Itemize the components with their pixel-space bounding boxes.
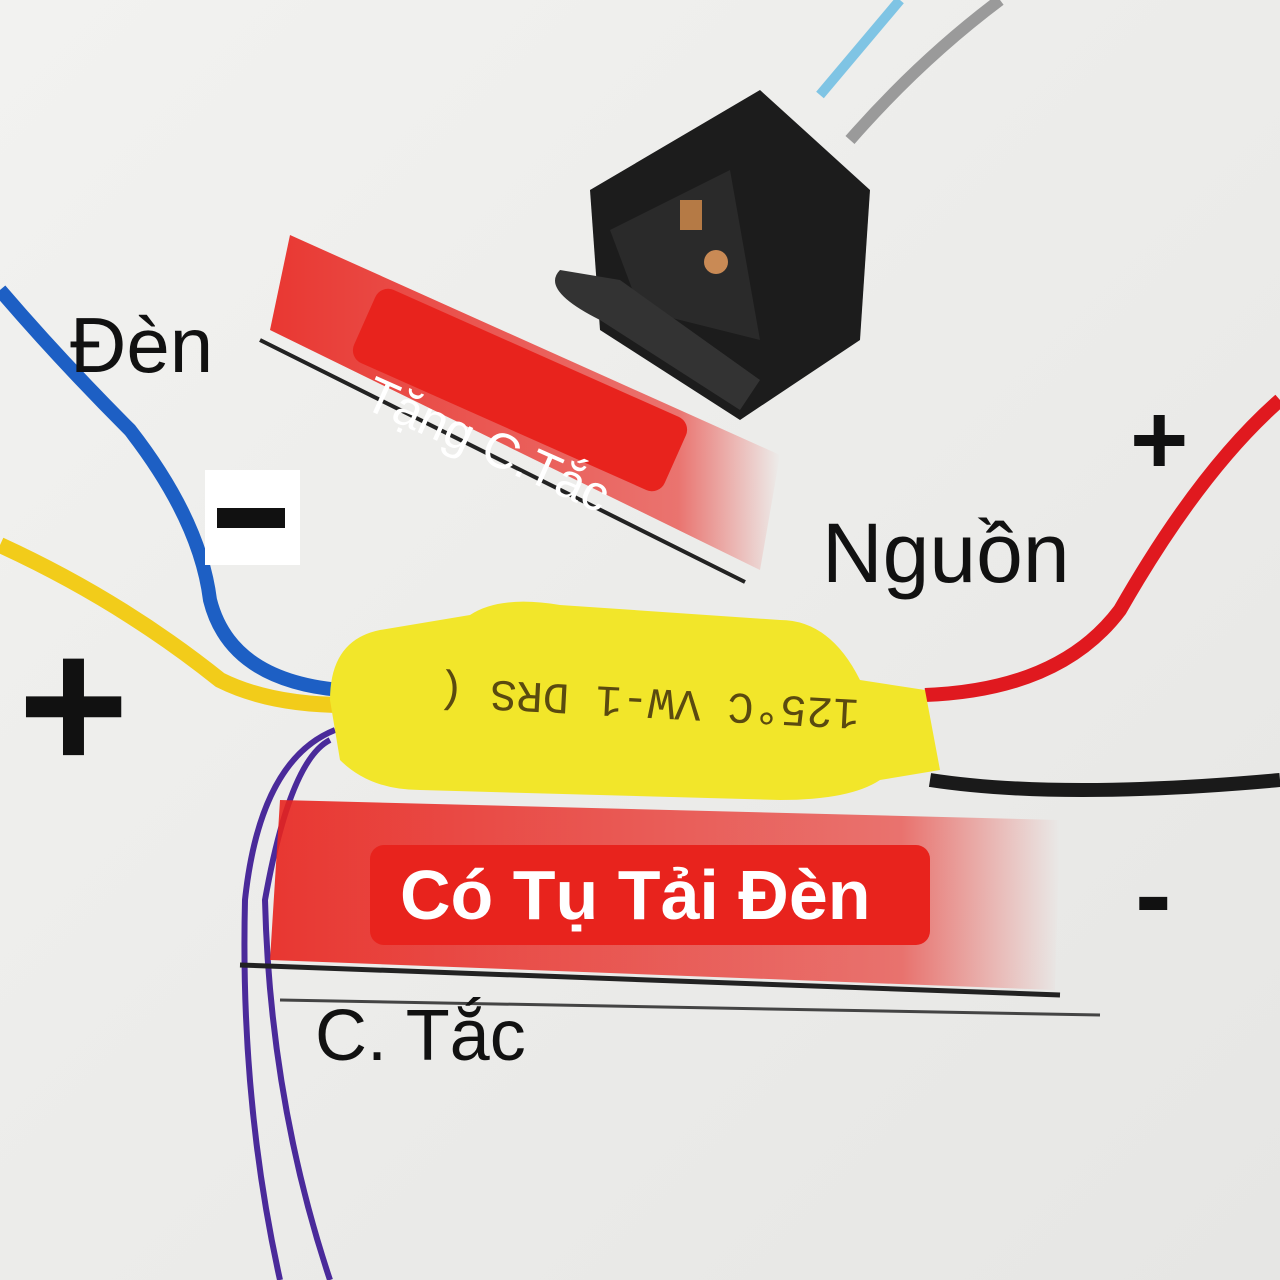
lamp-label: Đèn: [70, 301, 214, 389]
switch-connector: [555, 90, 870, 420]
lamp-plus-sign: +: [18, 599, 129, 811]
power-plus-sign: +: [1130, 384, 1189, 496]
capacitor-module: [330, 601, 940, 800]
wire-black: [928, 773, 1280, 797]
wire-purple-1: [241, 727, 337, 1280]
lamp-minus-sign: −: [205, 470, 300, 565]
wire-yellow: [0, 537, 346, 713]
wire-blue: [0, 285, 341, 697]
switch-wire-blue: [816, 0, 904, 99]
switch-wire-grey: [845, 0, 1004, 144]
power-minus-sign: -: [1135, 833, 1172, 956]
switch-label: C. Tắc: [315, 996, 526, 1076]
load-banner-label: Có Tụ Tải Đèn: [400, 856, 871, 934]
wire-purple-2: [261, 737, 333, 1280]
power-label: Nguồn: [822, 506, 1070, 600]
wire-red: [924, 394, 1280, 702]
